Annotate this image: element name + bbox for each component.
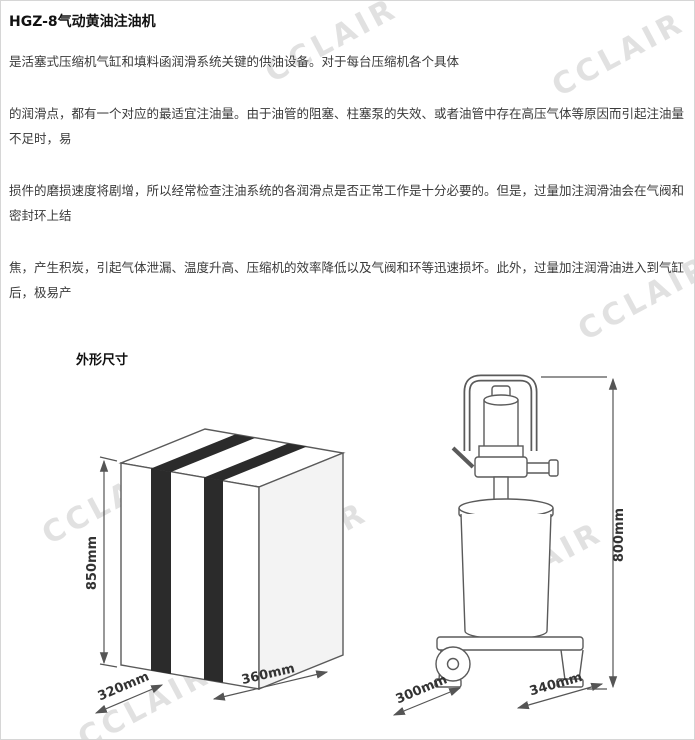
valve-block [474,456,528,478]
machine-height-label: 800mm [612,508,627,562]
pump-cap [491,385,511,401]
pump-collar [478,445,524,459]
paragraph-2: 的润滑点，都有一个对应的最适宜注油量。由于油管的阻塞、柱塞泵的失效、或者油管中存… [9,106,685,146]
machine-dimensions [392,376,618,716]
carton-drawing [118,428,346,691]
watermark-text: CCLAIR [464,515,608,614]
machine-handle [463,374,538,451]
machine-depth-label: 300mm [394,672,450,707]
base-foot-left [434,678,462,688]
bucket-lid [458,498,554,518]
valve-lever [451,446,475,469]
carton-side-face [258,451,344,691]
base-platform [436,636,584,651]
carton-width-label: 360mm [240,661,296,688]
carton-strap [204,443,307,481]
carton-top-face [118,428,346,488]
base-leg-right [560,649,584,681]
watermark-text: CCLAIR [36,453,180,552]
carton-front-face [120,462,260,690]
carton-depth-label: 320mm [96,669,152,704]
machine-drawing [434,374,584,688]
base-leg-left [438,649,460,681]
bucket [460,513,552,640]
wheel-hub [446,657,460,671]
section-title-dimensions: 外形尺寸 [76,353,129,368]
carton-strap [151,468,171,674]
paragraph-3: 损件的磨损速度将剧增，所以经常检查注油系统的各润滑点是否正常工作是十分必要的。但… [9,183,685,223]
page-title: HGZ-8气动黄油注油机 [9,14,156,30]
base-foot-right [556,678,584,688]
carton-dimensions [94,456,329,714]
wheel [435,646,471,682]
carton-strap [151,434,255,472]
outlet-pipe [527,462,551,474]
watermark-text: CCLAIR [229,495,373,594]
paragraph-4: 焦，产生积炭，引起气体泄漏、温度升高、压缩机的效率降低以及气阀和环等迅速损坏。此… [9,260,685,300]
down-tube [493,476,509,506]
carton-height-label: 850mm [85,536,100,590]
paragraph-1: 是活塞式压缩机气缸和填料函润滑系统关键的供油设备。对于每台压缩机各个具体 [9,54,460,69]
carton-strap [204,477,223,683]
outlet-nozzle [548,459,559,477]
watermark-text: CCLAIR [72,657,216,740]
pump-cylinder [483,399,519,451]
machine-width-label: 340mm [528,670,584,699]
